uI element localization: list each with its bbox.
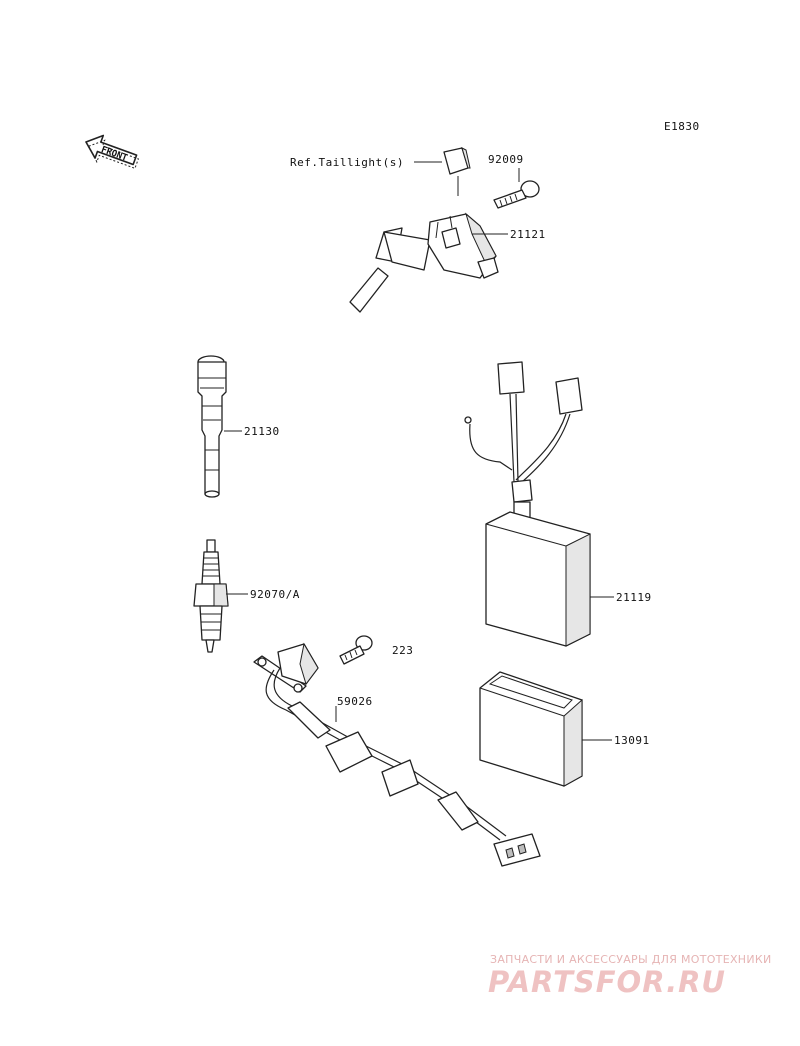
label-92009: 92009 [488, 153, 524, 166]
watermark-tagline: ЗАПЧАСТИ И АКСЕССУАРЫ ДЛЯ МОТОТЕХНИКИ [490, 953, 772, 966]
diagram-code: E1830 [664, 120, 700, 133]
label-92070: 92070/A [250, 588, 300, 601]
holder-13091 [479, 671, 583, 787]
screw-92009 [493, 180, 540, 209]
plug-cap-21130 [197, 355, 227, 498]
label-13091: 13091 [614, 734, 650, 747]
label-21130: 21130 [244, 425, 280, 438]
watermark-logo[interactable]: PARTSFOR.RU [488, 965, 726, 999]
ignition-coil-21121 [349, 212, 499, 313]
screw-223 [339, 635, 373, 665]
front-arrow-icon: FRONT [85, 134, 140, 169]
label-21119: 21119 [616, 591, 652, 604]
taillight-clip [443, 147, 471, 175]
label-59026: 59026 [337, 695, 373, 708]
label-223: 223 [392, 644, 413, 657]
spark-plug-92070 [193, 539, 229, 653]
label-21121: 21121 [510, 228, 546, 241]
label-ref-taillight: Ref.Taillight(s) [290, 156, 404, 169]
cdi-unit-21119 [464, 361, 591, 647]
sensor-harness-59026 [253, 642, 541, 867]
